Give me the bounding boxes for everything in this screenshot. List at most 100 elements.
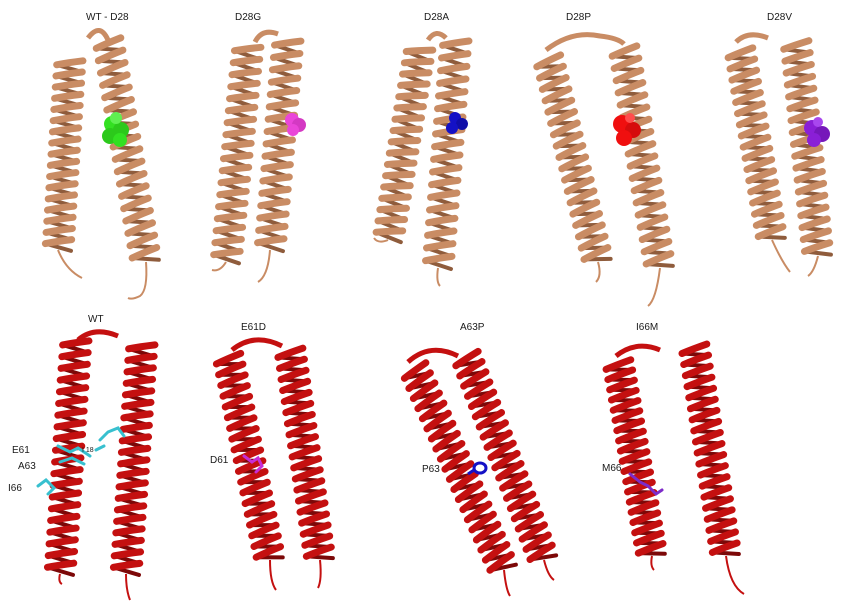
helix-turn-front bbox=[226, 131, 252, 134]
helix-turn-front bbox=[261, 202, 287, 206]
helix-turn-front bbox=[743, 137, 768, 147]
helix-turn-front bbox=[695, 432, 720, 441]
helix-turn-front bbox=[51, 516, 77, 520]
helix-turn-front bbox=[128, 223, 153, 234]
helix-turn-front bbox=[620, 95, 645, 105]
panel-title: A63P bbox=[460, 322, 485, 333]
helix-turn-front bbox=[380, 208, 407, 209]
residue-label-i66: I66 bbox=[8, 483, 22, 494]
chain-end-left bbox=[374, 238, 388, 242]
helix-turn-front bbox=[62, 353, 88, 357]
helix-turn-front bbox=[630, 156, 655, 166]
helix-turn-front bbox=[122, 437, 148, 441]
helix-turn-front bbox=[646, 254, 671, 264]
helix-turn-front bbox=[287, 414, 312, 423]
chain-end-left bbox=[212, 262, 226, 270]
helix-turn-front bbox=[121, 460, 147, 464]
helix-right bbox=[784, 41, 831, 255]
helix-turn-front bbox=[685, 366, 710, 375]
helix-turn-front bbox=[286, 403, 311, 412]
panel-title: D28A bbox=[424, 12, 449, 23]
top-panel-d28a: D28A bbox=[374, 12, 469, 286]
helix-turn-front bbox=[50, 161, 76, 165]
helix-turn-front bbox=[220, 191, 246, 194]
panel-title: WT - D28 bbox=[86, 12, 129, 23]
residue-sphere bbox=[616, 130, 632, 146]
residue-label-i18: I 18 bbox=[82, 447, 94, 454]
helix-loop bbox=[408, 350, 458, 362]
helix-turn-front bbox=[785, 53, 810, 62]
helix-turn-front bbox=[228, 107, 254, 110]
helix-turn-front bbox=[386, 174, 413, 175]
helix-turn-front bbox=[260, 214, 286, 218]
helix-turn-front bbox=[618, 83, 643, 93]
helix-turn-front bbox=[402, 73, 429, 74]
helix-loop bbox=[736, 35, 768, 42]
helix-turn-front bbox=[266, 140, 292, 144]
helix-turn-front bbox=[305, 536, 330, 545]
helix-turn-front bbox=[124, 198, 149, 209]
helix-pair bbox=[212, 32, 301, 282]
helix-turn-front bbox=[694, 421, 719, 430]
helix-turn-front bbox=[784, 41, 809, 50]
residue-sphere bbox=[807, 133, 821, 147]
helix-turn-front bbox=[231, 83, 257, 86]
helix-turn-front bbox=[55, 94, 81, 98]
helix-turn-front bbox=[264, 165, 290, 169]
helix-turn-front bbox=[690, 399, 715, 408]
helix-turn-front bbox=[298, 492, 323, 501]
helix-turn-front bbox=[376, 231, 403, 232]
helix-turn-front bbox=[797, 171, 822, 180]
chain-end-left bbox=[270, 560, 276, 590]
helix-turn-front bbox=[796, 160, 821, 169]
helix-turn-front bbox=[440, 79, 466, 83]
helix-turn-front bbox=[741, 126, 766, 136]
helix-turn-front bbox=[612, 46, 637, 56]
helix-turn-front bbox=[45, 240, 71, 244]
helix-turn-front bbox=[393, 129, 420, 130]
helix-turn-front bbox=[221, 179, 247, 182]
residue-label-p63: P63 bbox=[422, 464, 440, 475]
helix-turn-front bbox=[800, 195, 825, 204]
helix-left bbox=[606, 360, 665, 554]
helix-turn-front bbox=[132, 247, 157, 258]
helix-turn-front bbox=[427, 244, 453, 248]
helix-pair bbox=[45, 30, 158, 298]
helix-turn-front bbox=[117, 506, 143, 510]
helix-turn-front bbox=[47, 206, 73, 210]
helix-turn-front bbox=[738, 104, 763, 114]
helix-turn-front bbox=[754, 204, 779, 214]
helix-turn-front bbox=[387, 163, 414, 164]
helix-turn-front bbox=[55, 83, 81, 87]
helix-turn-front bbox=[279, 359, 304, 368]
helix-turn-front bbox=[125, 402, 151, 406]
helix-turn-front bbox=[103, 75, 128, 86]
helix-turn-front bbox=[223, 155, 249, 158]
chain-end-right bbox=[544, 560, 554, 580]
helix-turn-front bbox=[300, 503, 325, 512]
helix-turn-front bbox=[219, 203, 245, 206]
helix-turn-front bbox=[128, 356, 154, 360]
chain-end-right bbox=[128, 262, 146, 299]
helix-turn-front bbox=[58, 411, 84, 415]
helix-turn-front bbox=[689, 388, 714, 397]
helix-turn-front bbox=[640, 217, 665, 227]
residue-label-d61: D61 bbox=[210, 455, 229, 466]
helix-right bbox=[682, 344, 739, 554]
helix-turn-front bbox=[230, 95, 256, 98]
helix-loop bbox=[616, 346, 660, 356]
helix-turn-front bbox=[736, 93, 761, 103]
helix-pair bbox=[728, 35, 831, 276]
chain-end-right bbox=[726, 556, 744, 594]
helix-turn-front bbox=[732, 70, 757, 80]
helix-turn-front bbox=[391, 140, 418, 141]
helix-turn-front bbox=[294, 459, 319, 468]
helix-turn-front bbox=[124, 414, 150, 418]
helix-turn-front bbox=[227, 119, 253, 122]
helix-turn-front bbox=[258, 239, 284, 243]
helix-turn-front bbox=[712, 543, 737, 552]
chain-end-right bbox=[126, 574, 130, 600]
helix-turn-front bbox=[306, 547, 331, 556]
helix-turn-front bbox=[292, 448, 317, 457]
helix-turn-front bbox=[634, 180, 659, 190]
